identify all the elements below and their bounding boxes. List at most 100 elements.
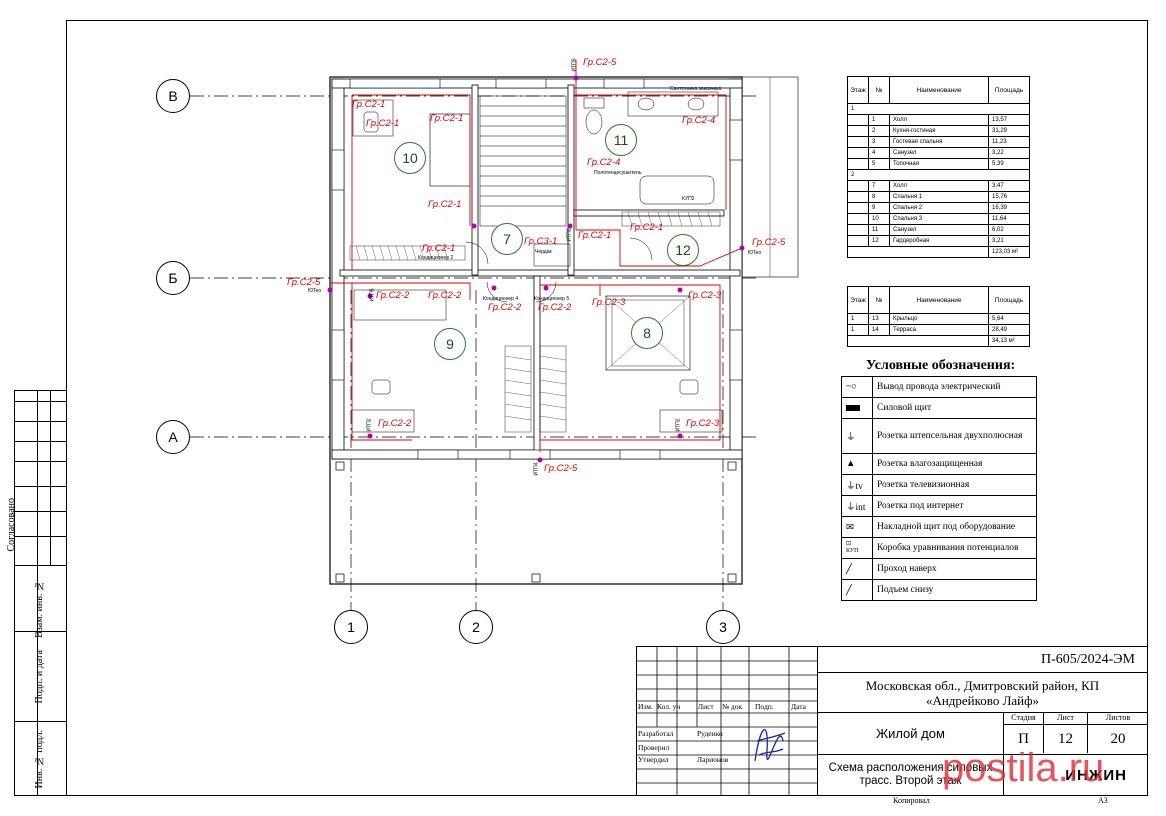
total-cell: 34,13 м²: [988, 335, 1030, 347]
col-header: Наименование: [889, 76, 989, 104]
col-header: Этаж: [847, 286, 869, 314]
title-block: Изм. Кол. уч Лист № док Подп. Дата Разра…: [636, 646, 1148, 796]
legend-row: ~○Вывод провода электрический: [841, 376, 1037, 398]
col-header: Наименование: [889, 286, 989, 314]
col-date: Дата: [791, 702, 806, 711]
circuit-label: Гр.С2-2: [538, 302, 572, 313]
axis-v: В: [156, 79, 190, 113]
stage-grid: Стадия Лист Листов П 12 20: [1003, 713, 1148, 755]
watermark: postila.ru: [942, 746, 1105, 790]
circuit-label: Гр.С2-4: [682, 115, 716, 126]
room-12-badge: 12: [667, 234, 699, 266]
circuit-label: Гр.С2-1: [578, 230, 612, 241]
object-name: Жилой дом: [817, 713, 1003, 755]
col-izm: Изм.: [638, 702, 653, 711]
itp-note: ИТП5: [369, 288, 376, 302]
legend-title: Условные обозначения:: [866, 358, 1016, 373]
circuit-label: Гр.С2-5: [287, 277, 321, 288]
circuit-label: Гр.С2-1: [422, 243, 456, 254]
staircase: [479, 95, 567, 227]
riser-down-icon: ╱: [841, 579, 873, 601]
axis-b: Б: [156, 261, 190, 295]
equipotential-box-icon: ⊡КУП: [841, 537, 873, 559]
circuit-label: Гр.С3-1: [524, 236, 558, 247]
role-approver: Утвердил: [638, 755, 669, 764]
location: Московская обл., Дмитровский район, КП «…: [817, 673, 1147, 713]
copied-label: Копировал: [893, 796, 930, 805]
col-header: №: [868, 76, 890, 104]
itp-note: ИТП2: [675, 418, 682, 432]
itp-note: ИТП5: [571, 58, 578, 72]
name-developer: Руденко: [697, 729, 723, 738]
stage-value: П: [1004, 725, 1044, 753]
axis-3: 3: [706, 610, 740, 644]
kup-note: КУП2: [682, 196, 695, 202]
room-8-badge: 8: [631, 317, 663, 349]
internet-socket-icon: ⏚int: [841, 495, 873, 517]
axis-lines: [190, 95, 760, 610]
itp-note: ИТП2: [566, 228, 573, 242]
bath-note: Сантехника заказчика: [670, 86, 722, 92]
circuit-label: Гр.С2-1: [430, 113, 464, 124]
col-podp: Подп.: [755, 702, 774, 711]
tv-socket-icon: ⏚tv: [841, 474, 873, 496]
legend-row: ⏚Розетка штепсельная двухполюсная: [841, 418, 1037, 454]
name-approver: Ларионов: [697, 755, 729, 764]
circuit-label: Гр.С2-2: [488, 302, 522, 313]
col-doc: № док: [722, 702, 743, 711]
circuit-label: Гр.С2-2: [428, 290, 462, 301]
legend-row: ▲Розетка влагозащищенная: [841, 453, 1037, 475]
riser-up-icon: ╱: [841, 558, 873, 580]
outlet-markers: [327, 75, 745, 463]
circuit-label: Гр.С2-2: [378, 418, 412, 429]
axis-1: 1: [334, 610, 368, 644]
col-header: Этаж: [847, 76, 869, 104]
circuit-label: Гр.С2-1: [366, 118, 400, 129]
itp-note: ИТП2: [366, 418, 373, 432]
floor-cell: 1: [847, 103, 1030, 115]
stage-header: Стадия: [1004, 713, 1044, 725]
drawing-frame: [66, 20, 1148, 796]
socket-icon: ⏚: [841, 418, 873, 454]
ac4-note: Кондиционер 4: [483, 296, 519, 302]
axis-a: А: [156, 420, 190, 454]
circuit-label: Гр.С2-3: [592, 297, 626, 308]
col-list: Лист: [698, 702, 714, 711]
circuit-label: Гр.С2-1: [630, 222, 664, 233]
circuit-label: Гр.С2-5: [583, 57, 617, 68]
col-kol: Кол. уч: [657, 702, 681, 711]
sheets-header: Листов: [1088, 713, 1148, 725]
circuit-routes: [330, 60, 743, 452]
col-header: Площадь: [988, 286, 1030, 314]
ac5-note: Кондиционер 5: [534, 296, 570, 302]
legend-row: ✉Накладной щит под оборудование: [841, 516, 1037, 538]
circuit-label: Гр.С2-3: [686, 418, 720, 429]
sheets-value: 20: [1110, 730, 1126, 747]
col-header: Площадь: [988, 76, 1030, 104]
legend-table: ~○Вывод провода электрический Силовой щи…: [841, 376, 1037, 601]
side-strip: [14, 390, 67, 796]
total-cell: 123,03 м²: [988, 246, 1030, 258]
attic-note: Чердак: [535, 249, 552, 255]
circuit-label: Гр.С2-3: [688, 290, 722, 301]
circuit-label: Гр.С2-2: [376, 290, 410, 301]
bathroom-fixtures: [583, 91, 719, 205]
signature-icon: [754, 729, 786, 762]
doc-code: П-605/2024-ЭМ: [817, 647, 1147, 673]
col-header: №: [868, 286, 890, 314]
circuit-label: Гр.С2-5: [544, 463, 578, 474]
